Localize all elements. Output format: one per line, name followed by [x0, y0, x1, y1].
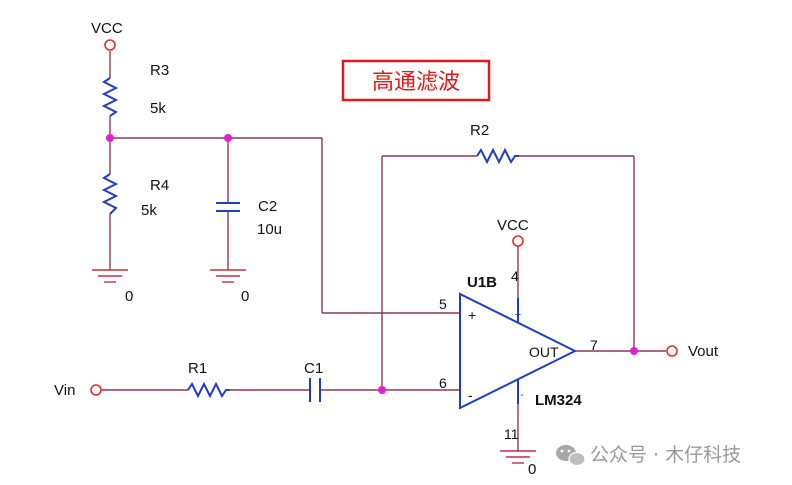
- resistor-r4: [101, 173, 119, 215]
- opamp-minus-sign: -: [468, 387, 473, 403]
- vneg-sign: -: [520, 389, 524, 401]
- pin-vneg-number: 11: [504, 426, 519, 442]
- vcc-opamp-label: VCC: [497, 217, 529, 234]
- ground-symbol: [500, 450, 536, 464]
- vcc-top-label: VCC: [91, 20, 123, 37]
- pin-plus-number: 5: [439, 296, 447, 312]
- terminals: [90, 39, 678, 396]
- r4-value: 5k: [141, 202, 157, 219]
- vcc-top-terminal: [104, 39, 116, 51]
- vpos-sign: +: [515, 309, 521, 321]
- vout-terminal: [666, 345, 678, 357]
- r3-value: 5k: [150, 100, 166, 117]
- ground-symbol: [210, 269, 246, 283]
- opamp-plus-sign: +: [468, 307, 476, 323]
- capacitor-c2: [216, 202, 240, 212]
- diagram-title: 高通滤波: [372, 70, 460, 95]
- resistor-r1: [187, 381, 230, 399]
- wechat-icon: [556, 445, 586, 467]
- vcc-opamp-terminal: [512, 235, 524, 247]
- ground-label: 0: [241, 288, 249, 305]
- junction-dot: [224, 134, 232, 142]
- ground-label: 0: [125, 288, 133, 305]
- pin-out-number: 7: [590, 337, 598, 353]
- r3-name: R3: [150, 62, 169, 79]
- pin-vpos-number: 4: [511, 268, 519, 284]
- r4-name: R4: [150, 177, 169, 194]
- c1-name: C1: [304, 360, 323, 377]
- vout-label: Vout: [688, 343, 719, 360]
- watermark-text: 公众号 · 木仔科技: [590, 444, 741, 466]
- ground-symbol: [92, 269, 128, 283]
- junction-dot: [378, 386, 386, 394]
- c2-value: 10u: [257, 221, 282, 238]
- capacitor-c1: [309, 378, 321, 402]
- resistor-r3: [101, 77, 119, 117]
- c2-name: C2: [258, 198, 277, 215]
- resistor-r2: [476, 147, 519, 165]
- junction-dot: [630, 347, 638, 355]
- opamp-ref: U1B: [467, 274, 497, 291]
- wires: [102, 51, 666, 451]
- opamp-u1b: + - + - OUT: [459, 292, 578, 410]
- ground-label: 0: [528, 461, 536, 478]
- watermark: 公众号 · 木仔科技: [556, 444, 741, 467]
- r1-name: R1: [188, 360, 207, 377]
- title-box: 高通滤波: [341, 59, 491, 102]
- vin-label: Vin: [54, 382, 75, 399]
- opamp-out-label: OUT: [529, 344, 559, 360]
- vin-terminal: [90, 384, 102, 396]
- junction-dot: [106, 134, 114, 142]
- opamp-part: LM324: [535, 392, 582, 409]
- junction-dots: [106, 134, 638, 394]
- r2-name: R2: [470, 122, 489, 139]
- pin-minus-number: 6: [439, 375, 447, 391]
